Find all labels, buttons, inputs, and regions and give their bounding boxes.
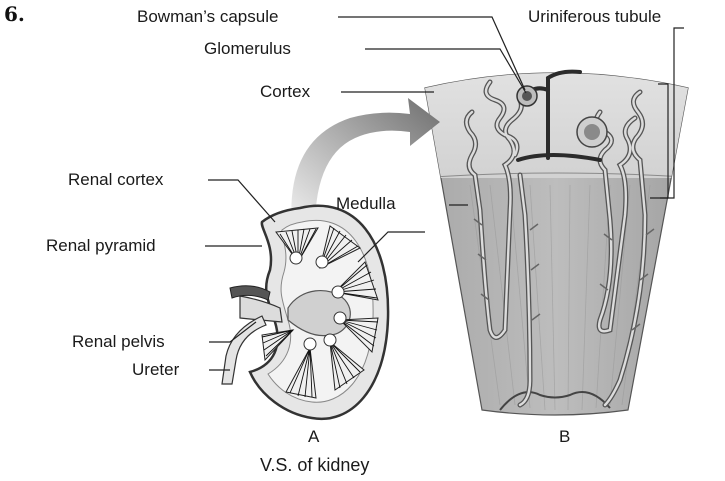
label-uriniferous-tubule: Uriniferous tubule: [528, 7, 661, 27]
question-number: 6.: [4, 2, 25, 26]
label-renal-pelvis: Renal pelvis: [72, 332, 165, 352]
label-medulla: Medulla: [336, 194, 396, 214]
label-glomerulus: Glomerulus: [204, 39, 291, 59]
label-renal-pyramid: Renal pyramid: [46, 236, 156, 256]
label-ureter: Ureter: [132, 360, 179, 380]
label-cortex: Cortex: [260, 82, 310, 102]
panel-label-a: A: [308, 427, 319, 447]
label-renal-cortex: Renal cortex: [68, 170, 163, 190]
panel-label-b: B: [559, 427, 570, 447]
cortex-medulla-section: [420, 60, 700, 415]
figure-caption: V.S. of kidney: [260, 455, 369, 475]
kidney-section-a: [222, 206, 388, 419]
label-bowmans-capsule: Bowman’s capsule: [137, 7, 278, 27]
